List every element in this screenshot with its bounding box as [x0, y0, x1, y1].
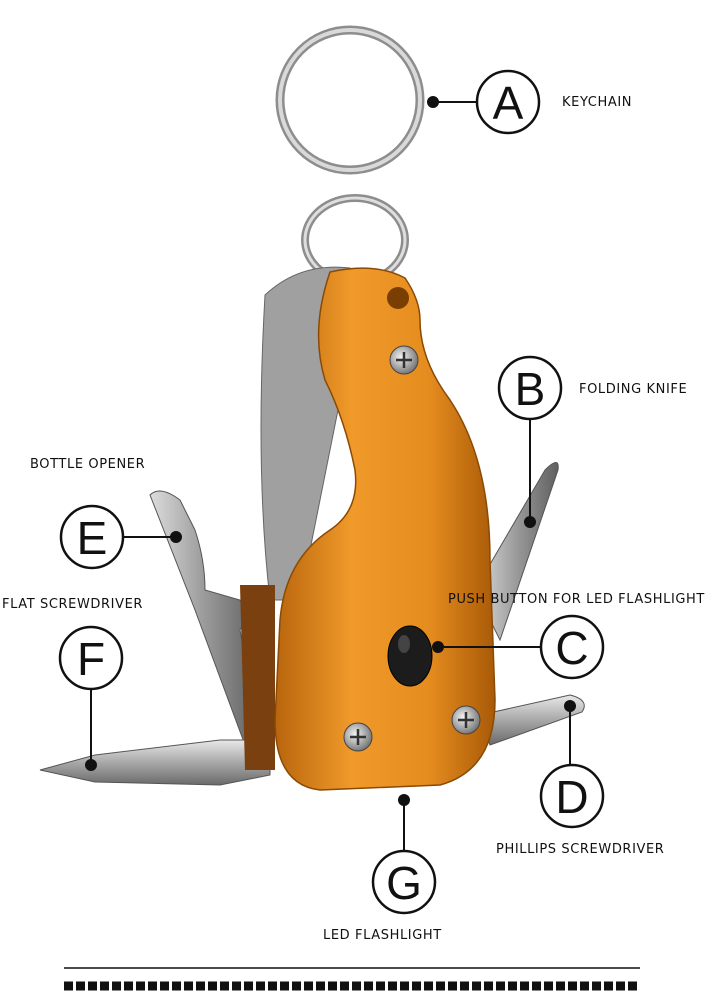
callout-letter-E: E	[77, 512, 108, 564]
label-led-flashlight: LED FLASHLIGHT	[323, 928, 442, 943]
leader-lines	[85, 96, 576, 852]
callout-G: G	[371, 849, 437, 915]
callout-letter-B: B	[515, 363, 546, 415]
lanyard-hole	[387, 287, 409, 309]
callout-letter-G: G	[386, 857, 422, 909]
callout-E: E	[59, 504, 125, 570]
callout-letter-F: F	[77, 633, 105, 685]
push-button	[387, 625, 433, 687]
callout-letter-A: A	[493, 77, 524, 129]
screw-bottom-left	[343, 722, 373, 752]
callout-C: C	[539, 614, 605, 680]
screw-bottom-right	[451, 705, 481, 735]
callout-letter-C: C	[555, 622, 588, 674]
callout-D: D	[539, 763, 605, 829]
label-bottle-opener: BOTTLE OPENER	[30, 457, 146, 472]
label-folding-knife: FOLDING KNIFE	[579, 382, 688, 397]
keychain-ring	[275, 25, 425, 286]
tool-body	[274, 267, 496, 791]
screw-top	[389, 345, 419, 375]
label-flat-screwdriver: FLAT SCREWDRIVER	[2, 597, 144, 612]
label-keychain: KEYCHAIN	[562, 95, 633, 110]
tool-dark-liner	[240, 585, 275, 770]
callout-letter-D: D	[555, 771, 588, 823]
flat-screwdriver-blade	[39, 739, 271, 786]
label-phillips-screwdriver: PHILLIPS SCREWDRIVER	[496, 842, 665, 857]
callout-F: F	[58, 625, 124, 691]
callout-B: B	[497, 355, 563, 421]
label-push-button: PUSH BUTTON FOR LED FLASHLIGHT	[448, 592, 705, 607]
phillips-screwdriver-shaft	[479, 694, 585, 746]
folding-knife-blade	[474, 462, 559, 642]
callout-A: A	[475, 69, 541, 135]
